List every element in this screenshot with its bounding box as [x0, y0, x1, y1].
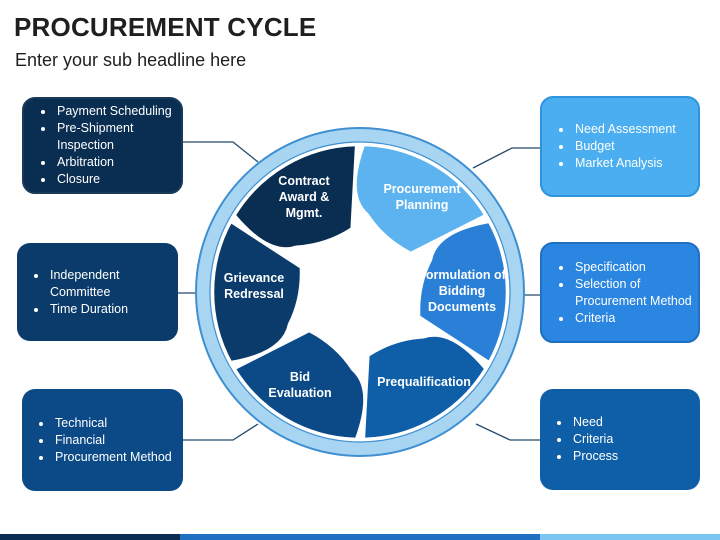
segment-prequalification	[362, 334, 487, 441]
bullet-item: Market Analysis	[573, 155, 676, 172]
segment-bid-evaluation	[232, 329, 366, 441]
page-title: PROCUREMENT CYCLE	[14, 12, 317, 42]
footer-bar-dark	[0, 534, 180, 540]
footer-bar-light	[540, 534, 720, 540]
bullet-item: Need	[571, 414, 618, 431]
bullet-item: Technical	[53, 415, 172, 432]
connector-contract	[183, 141, 259, 163]
connector-planning	[472, 147, 540, 169]
bullet-item: Payment Scheduling	[55, 103, 181, 120]
segment-formulation	[417, 220, 509, 364]
info-box-bid-evaluation: TechnicalFinancialProcurement Method	[22, 389, 183, 491]
connector-prequalification	[475, 423, 540, 441]
bullet-item: Independent Committee	[48, 267, 178, 301]
bullet-item: Criteria	[573, 310, 698, 327]
bullet-item: Budget	[573, 138, 676, 155]
bullet-item: Need Assessment	[573, 121, 676, 138]
connector-bid-evaluation	[183, 423, 259, 441]
cycle-center	[308, 240, 412, 344]
bullet-item: Closure	[55, 171, 181, 188]
bullet-item: Procurement Method	[53, 449, 172, 466]
bullet-item: Criteria	[571, 431, 618, 448]
page-subtitle: Enter your sub headline here	[15, 50, 247, 70]
segment-label-prequalification: Prequalification	[377, 375, 471, 389]
info-box-grievance: Independent CommitteeTime Duration	[17, 243, 178, 341]
segment-planning	[354, 143, 488, 255]
segment-contract	[233, 143, 358, 250]
bullet-item: Time Duration	[48, 301, 178, 318]
info-box-prequalification: NeedCriteriaProcess	[540, 389, 700, 490]
bullet-item: Pre-Shipment Inspection	[55, 120, 181, 154]
bullet-item: Financial	[53, 432, 172, 449]
bullet-item: Process	[571, 448, 618, 465]
segment-grievance	[211, 220, 303, 364]
info-box-contract: Payment SchedulingPre-Shipment Inspectio…	[22, 97, 183, 194]
cycle-segments	[211, 143, 509, 441]
bullet-item: Arbitration	[55, 154, 181, 171]
info-box-planning: Need AssessmentBudgetMarket Analysis	[540, 96, 700, 197]
info-box-formulation: SpecificationSelection of Procurement Me…	[540, 242, 700, 343]
bullet-item: Specification	[573, 259, 698, 276]
bullet-item: Selection of Procurement Method	[573, 276, 698, 310]
footer-bar-mid	[180, 534, 540, 540]
